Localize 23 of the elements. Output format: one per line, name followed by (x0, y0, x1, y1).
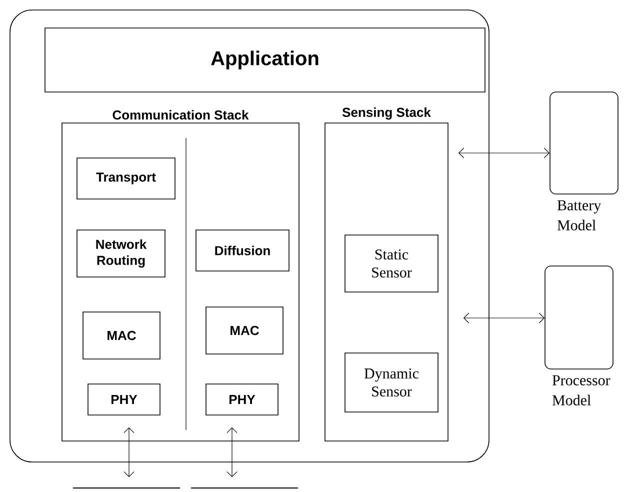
arrow (226, 427, 238, 478)
node-label: Processor Model (552, 375, 610, 406)
sensor-box: Static Sensor (344, 234, 438, 292)
arrow (458, 148, 550, 158)
sensor-box: Dynamic Sensor (344, 352, 438, 412)
outer-frame (10, 10, 490, 462)
layer-box: PHY (88, 384, 160, 416)
model-box: Battery Model (550, 92, 618, 230)
node-label: Communication Stack (112, 110, 249, 120)
node-label: Sensing Stack (342, 107, 431, 120)
layer-box: PHY (206, 384, 278, 416)
arrow (463, 312, 545, 324)
ground-line (73, 487, 180, 488)
node-label: Battery Model (557, 200, 602, 230)
arrow (124, 427, 134, 478)
layer-box: MAC (82, 312, 160, 360)
model-box: Processor Model (544, 266, 614, 406)
layer-box: Diffusion (196, 230, 290, 272)
application-box: Application (44, 28, 486, 92)
layer-box: Transport (76, 158, 176, 200)
ground-line (191, 487, 298, 488)
layer-box: Network Routing (76, 230, 166, 278)
layer-box: MAC (206, 306, 284, 354)
